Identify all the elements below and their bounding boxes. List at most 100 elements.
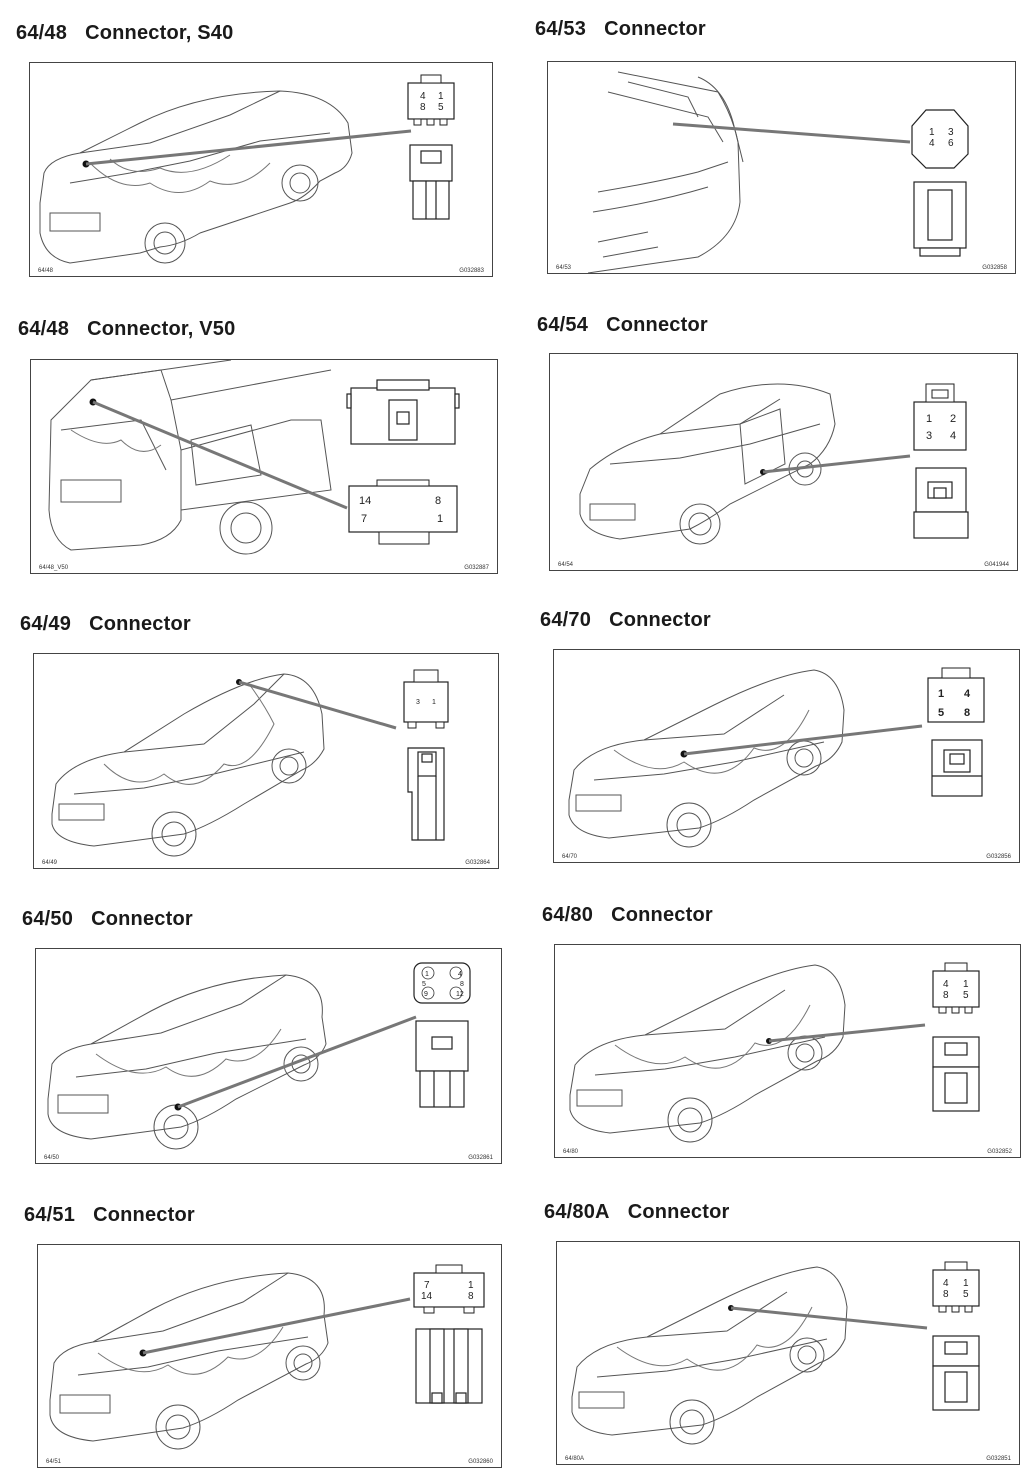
pin-label: 3 bbox=[416, 699, 420, 706]
connector-top-view bbox=[346, 379, 460, 445]
pin-label: 8 bbox=[435, 495, 441, 507]
car-illustration: 7 1 14 8 bbox=[49, 1264, 485, 1450]
diagram-frame: 1 4 5 8 64/70 G032856 bbox=[553, 649, 1020, 863]
car-illustration: 4 1 8 5 bbox=[571, 1261, 980, 1445]
connector-face: 1 2 3 4 bbox=[913, 383, 967, 451]
pin-label: 4 bbox=[420, 91, 426, 102]
connector-code: 64/80A bbox=[544, 1201, 610, 1223]
pin-label: 1 bbox=[963, 979, 969, 990]
figure-id: G032858 bbox=[982, 265, 1007, 271]
connector-side bbox=[415, 1020, 469, 1108]
connector-title: Connector, V50 bbox=[87, 318, 236, 340]
diagram-frame: 14 8 7 1 64/48_V50 G032887 bbox=[30, 359, 498, 574]
connector-face: 4 1 8 5 bbox=[407, 74, 455, 126]
pin-label: 8 bbox=[964, 707, 970, 719]
car-illustration: 4 1 8 5 bbox=[569, 962, 980, 1143]
car-illustration: 1 2 3 4 bbox=[579, 383, 969, 545]
connector-code: 64/51 bbox=[24, 1204, 76, 1226]
figure-id: G032883 bbox=[459, 268, 484, 274]
figure-reference: 64/70 bbox=[562, 854, 578, 860]
connector-side bbox=[932, 1036, 980, 1112]
pin-label: 4 bbox=[929, 138, 935, 149]
pin-label: 14 bbox=[421, 1291, 433, 1302]
connector-title: Connector bbox=[606, 314, 708, 336]
pin-label: 1 bbox=[938, 688, 944, 700]
connector-side bbox=[415, 1328, 483, 1404]
figure-reference: 64/48_V50 bbox=[39, 565, 69, 571]
pin-label: 8 bbox=[943, 1289, 949, 1300]
diagram-frame: 7 1 14 8 64/51 G032860 bbox=[37, 1244, 502, 1468]
diagram-frame: 1 2 3 4 64/54 G041944 bbox=[549, 353, 1018, 571]
pin-label: 5 bbox=[963, 1289, 969, 1300]
connector-face: 4 1 8 5 bbox=[932, 962, 980, 1014]
connector-face: 3 1 bbox=[403, 669, 449, 729]
pin-label: 1 bbox=[425, 971, 429, 978]
pin-label: 1 bbox=[437, 513, 443, 525]
figure-reference: 64/80 bbox=[563, 1149, 579, 1155]
connector-face: 1 4 5 8 bbox=[927, 667, 985, 723]
car-illustration: 1 4 5 8 bbox=[568, 667, 985, 848]
connector-face: 1 3 4 6 bbox=[911, 109, 969, 169]
car-illustration: 3 1 bbox=[51, 669, 449, 857]
pin-label: 3 bbox=[926, 430, 932, 442]
figure-id: G032851 bbox=[986, 1456, 1011, 1462]
leader-line bbox=[177, 1015, 417, 1109]
pin-label: 1 bbox=[963, 1278, 969, 1289]
pin-label: 3 bbox=[948, 127, 954, 138]
pin-label: 8 bbox=[468, 1291, 474, 1302]
leader-line bbox=[672, 122, 911, 144]
pin-label: 1 bbox=[468, 1280, 474, 1291]
pin-label: 8 bbox=[460, 981, 464, 988]
figure-reference: 64/50 bbox=[44, 1155, 60, 1161]
pin-label: 12 bbox=[456, 991, 464, 998]
pin-label: 2 bbox=[950, 413, 956, 425]
connector-face: 1 4 5 8 9 12 bbox=[413, 962, 471, 1004]
pin-label: 5 bbox=[438, 102, 444, 113]
connector-side bbox=[913, 467, 969, 539]
pin-label: 5 bbox=[938, 707, 944, 719]
connector-title: Connector bbox=[604, 18, 706, 40]
figure-id: G032860 bbox=[468, 1459, 493, 1465]
leader-line bbox=[92, 400, 348, 510]
figure-reference: 64/54 bbox=[558, 562, 574, 568]
connector-face: 4 1 8 5 bbox=[932, 1261, 980, 1313]
connector-title: Connector bbox=[89, 613, 191, 635]
connector-side bbox=[407, 747, 445, 841]
figure-reference: 64/51 bbox=[46, 1459, 62, 1465]
leader-line bbox=[683, 724, 923, 756]
pin-label: 8 bbox=[420, 102, 426, 113]
figure-reference: 64/48 bbox=[38, 268, 54, 274]
figure-id: G032852 bbox=[987, 1149, 1012, 1155]
connector-code: 64/50 bbox=[22, 908, 74, 930]
figure-id: G032887 bbox=[464, 565, 489, 571]
connector-side bbox=[932, 1335, 980, 1411]
connector-face: 7 1 14 8 bbox=[413, 1264, 485, 1314]
pin-label: 4 bbox=[943, 979, 949, 990]
leader-line bbox=[142, 1297, 411, 1355]
diagram-frame: 4 1 8 5 64/80 G032852 bbox=[554, 944, 1021, 1158]
diagram-frame: 3 1 64/49 G032864 bbox=[33, 653, 499, 869]
connector-face: 14 8 7 1 bbox=[348, 479, 458, 545]
connector-code: 64/70 bbox=[540, 609, 592, 631]
pin-label: 1 bbox=[432, 699, 436, 706]
diagram-frame: 4 1 8 5 64/80A G032851 bbox=[556, 1241, 1020, 1465]
leader-line bbox=[762, 454, 911, 474]
figure-reference: 64/80A bbox=[565, 1456, 585, 1462]
leader-line bbox=[238, 680, 397, 730]
figure-id: G032864 bbox=[465, 860, 490, 866]
pin-label: 4 bbox=[950, 430, 956, 442]
panel-heading: 64/48 Connector, V50 bbox=[18, 314, 235, 344]
leader-line bbox=[85, 129, 412, 166]
car-illustration: 1 4 5 8 9 12 bbox=[47, 962, 471, 1150]
car-illustration: 1 3 4 6 bbox=[587, 71, 969, 273]
connector-code: 64/48 bbox=[18, 318, 70, 340]
pin-label: 4 bbox=[964, 688, 971, 700]
connector-code: 64/80 bbox=[542, 904, 594, 926]
pin-label: 1 bbox=[929, 127, 935, 138]
